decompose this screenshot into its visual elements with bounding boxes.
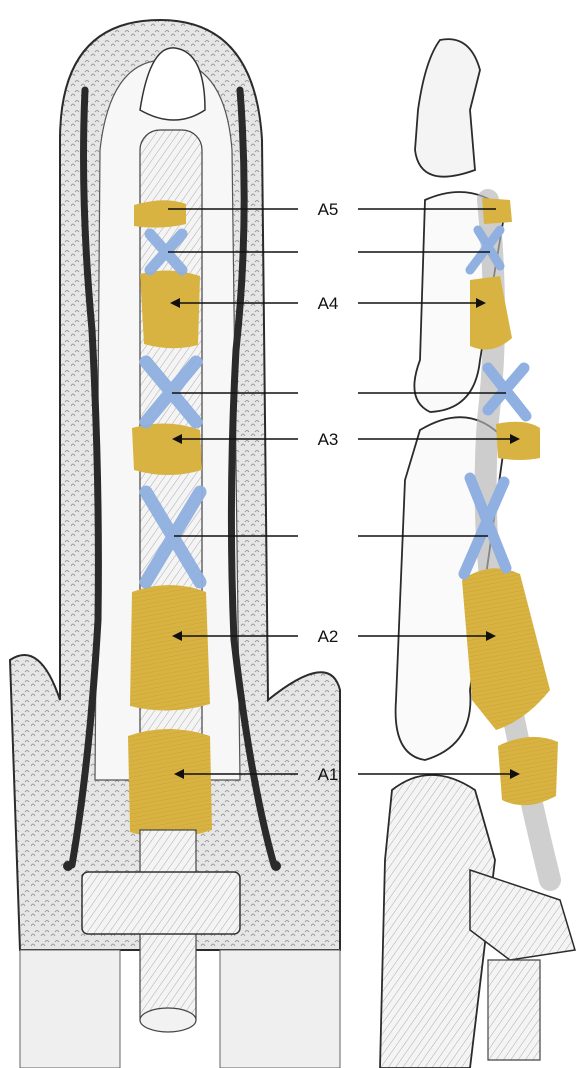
label-a3: A3 [318, 430, 339, 449]
lateral-tendon-stub [488, 960, 540, 1060]
label-a5: A5 [318, 200, 339, 219]
lateral-a3-pulley [496, 422, 540, 460]
left-vessel-end [63, 861, 73, 871]
right-vessel-end [271, 861, 281, 871]
label-a4: A4 [318, 294, 339, 313]
a4-pulley [140, 270, 200, 348]
lateral-a5-pulley [482, 198, 512, 224]
distal-phalanx [415, 39, 480, 177]
palmar-view [10, 20, 340, 1068]
lateral-view [380, 39, 575, 1068]
tendon-cut-end [140, 1008, 196, 1032]
a3-pulley [132, 423, 202, 475]
lateral-a4-pulley [470, 276, 512, 350]
label-a2: A2 [318, 627, 339, 646]
palmar-plate-block [82, 872, 240, 934]
a5-pulley [134, 200, 186, 227]
label-a1: A1 [318, 765, 339, 784]
